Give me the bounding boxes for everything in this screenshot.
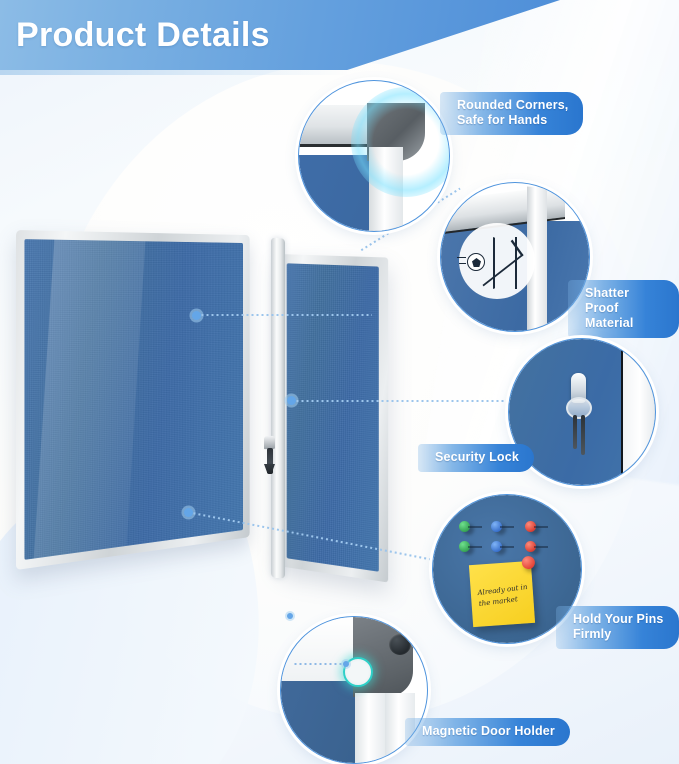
- push-pin-green: [459, 541, 482, 552]
- push-pin-blue: [491, 541, 514, 552]
- page-title: Product Details: [16, 15, 270, 54]
- magnet-leader-line: [293, 663, 349, 665]
- leader-line-security-lock: [295, 400, 510, 402]
- label-shatter-proof[interactable]: Shatter Proof Material: [568, 280, 679, 338]
- label-rounded-corners[interactable]: Rounded Corners, Safe for Hands: [440, 92, 584, 135]
- felt-surface-back: [286, 263, 379, 572]
- leader-line-rounded-corners: [200, 314, 372, 316]
- key-head-icon: [571, 373, 586, 403]
- motion-line: [457, 257, 466, 259]
- ball-impact-icon: [457, 223, 535, 299]
- push-pin-green: [459, 521, 482, 532]
- connector-dot-security-lock: [287, 396, 296, 405]
- push-pin-red: [525, 521, 548, 532]
- door-edge: [621, 339, 655, 485]
- notice-board-door: [16, 230, 250, 570]
- magnet-connector-dot: [343, 661, 349, 667]
- product-image: [6, 192, 392, 604]
- panel-line: [515, 237, 517, 289]
- callout-rounded-corners-image: [299, 81, 449, 231]
- callout-shatter-proof[interactable]: [440, 182, 590, 332]
- corner-knob-icon: [389, 633, 411, 655]
- callout-shatter-proof-image: [441, 183, 589, 331]
- lock-keys: [267, 448, 273, 474]
- motion-line: [459, 263, 466, 265]
- connector-dot-hold-pins: [184, 508, 193, 517]
- corner-glow-highlight: [351, 87, 449, 197]
- sticky-note-text: Already out in the market: [477, 582, 528, 608]
- header-banner: Product Details: [0, 0, 560, 70]
- label-hold-pins[interactable]: Hold Your Pins Firmly: [556, 606, 679, 649]
- connector-dot-magnetic: [287, 613, 293, 619]
- felt-patch: [281, 681, 355, 763]
- key-ring-icon: [566, 397, 592, 419]
- label-magnetic-door-holder[interactable]: Magnetic Door Holder: [405, 718, 570, 746]
- sticky-note: Already out in the market: [468, 555, 536, 628]
- felt-surface-front: [24, 239, 243, 560]
- push-pin-blue: [491, 521, 514, 532]
- callout-magnetic-door-holder-image: [281, 617, 427, 763]
- door-edge-strip: [355, 693, 385, 763]
- shield-shape-icon: [493, 237, 517, 289]
- key-blade-icon: [573, 415, 577, 449]
- key-blade-icon: [581, 415, 585, 455]
- soccer-ball-icon: [467, 253, 485, 271]
- label-security-lock[interactable]: Security Lock: [418, 444, 534, 472]
- header-underline: [0, 70, 348, 75]
- push-pin-red: [525, 541, 548, 552]
- callout-rounded-corners[interactable]: [298, 80, 450, 232]
- felt-texture-back: [286, 263, 379, 572]
- connector-dot-rounded-corners: [192, 311, 201, 320]
- callout-magnetic-door-holder[interactable]: [280, 616, 428, 764]
